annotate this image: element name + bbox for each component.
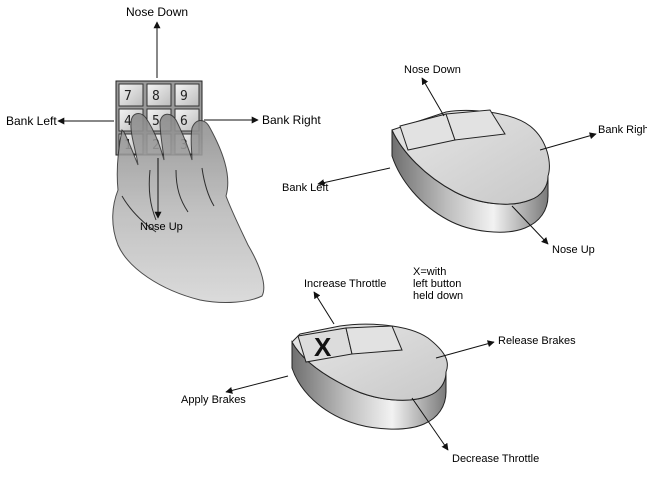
apply-brakes-arrow	[225, 375, 289, 394]
note-line-1: X=with	[413, 266, 446, 278]
mouse-nose-down-arrow	[421, 77, 445, 117]
decrease-throttle-arrow	[411, 397, 449, 451]
note-line-3: held down	[413, 290, 463, 302]
mouse-nose-up-arrow	[511, 205, 549, 245]
key-5-label: 5	[152, 114, 160, 129]
key-9-label: 9	[180, 89, 188, 104]
release-brakes-label: Release Brakes	[498, 335, 576, 347]
key-4-label: 4	[124, 114, 132, 129]
mouse-illustration	[391, 109, 550, 233]
key-9: 9	[174, 83, 200, 107]
keypad-nose-down-label: Nose Down	[126, 5, 188, 19]
key-8-label: 8	[152, 89, 160, 104]
keypad-panel: 7 8 9 4 5 6 1	[6, 5, 321, 304]
key-7: 7	[118, 83, 144, 107]
release-brakes-arrow	[435, 340, 495, 359]
mouse-bank-left-label: Bank Left	[282, 182, 328, 194]
mouse-bank-right-arrow	[539, 132, 597, 151]
mouse-nose-down-label: Nose Down	[404, 64, 461, 76]
decrease-throttle-label: Decrease Throttle	[452, 453, 539, 465]
key-8: 8	[146, 83, 172, 107]
throttle-mouse-illustration: X	[291, 323, 448, 430]
keypad-nose-up-label: Nose Up	[140, 221, 183, 233]
throttle-note: X=with left button held down	[413, 266, 463, 302]
throttle-mouse-panel: X Increase Throttle Decrease Throttle Ap…	[181, 266, 576, 465]
increase-throttle-label: Increase Throttle	[304, 278, 386, 290]
mouse-bank-right-label: Bank Right	[598, 124, 647, 136]
x-mark: X	[314, 332, 332, 362]
mouse-nose-up-label: Nose Up	[552, 244, 595, 256]
key-6-label: 6	[180, 114, 188, 129]
increase-throttle-arrow	[313, 291, 335, 325]
flight-mouse-panel: Nose Down Bank Left Bank Right Nose Up	[282, 64, 647, 256]
keypad-bank-right-label: Bank Right	[262, 113, 321, 127]
apply-brakes-label: Apply Brakes	[181, 394, 246, 406]
mouse-bank-left-arrow	[317, 167, 391, 187]
note-line-2: left button	[413, 278, 461, 290]
hand-illustration	[112, 113, 265, 304]
keypad-bank-left-label: Bank Left	[6, 114, 57, 128]
key-7-label: 7	[124, 89, 132, 104]
